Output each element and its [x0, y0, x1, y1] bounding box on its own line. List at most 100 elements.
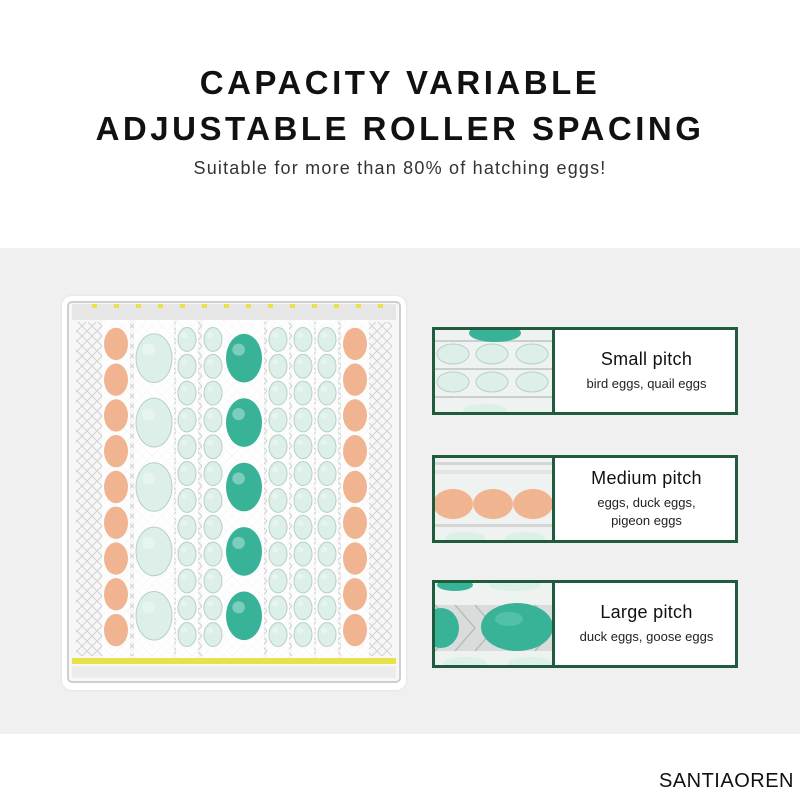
tray-egg-highlight: [207, 573, 214, 580]
tray-egg-highlight: [297, 332, 304, 339]
tray-egg: [104, 363, 128, 396]
tray-egg-highlight: [321, 359, 328, 366]
pitch-card-title: Small pitch: [600, 349, 693, 369]
large-pitch-egg-icon: [435, 583, 552, 665]
tray-egg-highlight: [232, 536, 245, 549]
tray-egg: [226, 462, 262, 512]
tray-egg: [177, 568, 197, 594]
tray-stud: [312, 304, 317, 308]
tray-egg: [268, 622, 288, 648]
tray-egg-highlight: [207, 627, 214, 634]
tray-egg-highlight: [272, 520, 279, 527]
tray-egg-highlight: [272, 359, 279, 366]
tray-egg-highlight: [232, 472, 245, 485]
title-line-2: ADJUSTABLE ROLLER SPACING: [95, 110, 705, 147]
tray-egg: [317, 514, 337, 540]
tray-egg: [343, 542, 367, 575]
tray-egg: [177, 434, 197, 460]
tray-egg-highlight: [142, 601, 155, 614]
tray-egg-highlight: [297, 493, 304, 500]
tray-egg: [203, 568, 223, 594]
tray-egg: [293, 514, 313, 540]
tray-egg: [177, 461, 197, 486]
tray-stud: [268, 304, 273, 308]
tray-egg: [268, 514, 288, 540]
tray-egg: [268, 434, 288, 460]
tray-egg: [343, 470, 367, 504]
tray-egg-highlight: [272, 573, 279, 580]
tray-egg: [203, 622, 223, 648]
tray-egg: [317, 622, 337, 648]
tray-egg-highlight: [181, 627, 188, 634]
egg-tray-illustration: [62, 296, 406, 690]
tray-egg-highlight: [321, 412, 328, 419]
tray-egg: [343, 399, 367, 432]
tray-egg: [226, 333, 262, 383]
tray-egg: [177, 327, 197, 352]
tray-egg: [177, 595, 197, 621]
pitch-card-medium: Medium pitch eggs, duck eggs, pigeon egg…: [432, 455, 738, 543]
tray-egg: [203, 353, 223, 379]
tray-egg: [135, 333, 173, 383]
tray-egg-highlight: [272, 412, 279, 419]
tray-egg: [317, 595, 337, 621]
tray-egg-highlight: [181, 573, 188, 580]
tray-egg-highlight: [321, 520, 328, 527]
tray-egg-highlight: [207, 385, 214, 392]
tray-egg-highlight: [142, 472, 155, 485]
tray-egg: [203, 541, 223, 567]
tray-egg-highlight: [142, 408, 155, 421]
tray-egg-highlight: [207, 332, 214, 339]
tray-egg-highlight: [297, 573, 304, 580]
tray-egg: [104, 578, 128, 611]
tray-egg: [104, 470, 128, 504]
tray-egg: [104, 435, 128, 468]
tray-egg-highlight: [297, 600, 304, 607]
tray-stud: [378, 304, 383, 308]
pitch-card-desc: pigeon eggs: [611, 513, 682, 528]
tray-egg: [104, 327, 128, 361]
pitch-card-small-image: [435, 330, 555, 412]
tray-egg-highlight: [272, 332, 279, 339]
tray-egg: [268, 327, 288, 352]
tray-stud: [114, 304, 119, 308]
subtitle: Suitable for more than 80% of hatching e…: [193, 158, 607, 178]
tray-egg: [293, 380, 313, 406]
tray-egg-highlight: [207, 600, 214, 607]
tray-egg-highlight: [181, 520, 188, 527]
tray-egg-highlight: [297, 520, 304, 527]
tray-egg: [135, 397, 173, 448]
medium-pitch-eggs-icon: [435, 458, 552, 540]
tray-egg-highlight: [321, 627, 328, 634]
tray-egg: [203, 327, 223, 352]
pitch-card-desc: eggs, duck eggs,: [597, 495, 696, 510]
tray-egg: [343, 363, 367, 396]
tray-egg: [177, 622, 197, 648]
pitch-card-small-text: Small pitch bird eggs, quail eggs: [558, 330, 735, 412]
tray-egg: [317, 434, 337, 460]
pitch-card-small: Small pitch bird eggs, quail eggs: [432, 327, 738, 415]
tray-egg: [203, 488, 223, 513]
tray-egg: [135, 526, 173, 577]
tray-bottom-rail: [72, 658, 396, 664]
egg-tray-drawing: [67, 301, 401, 683]
tray-egg-highlight: [232, 408, 245, 421]
tray-egg: [268, 353, 288, 379]
tray-stud: [180, 304, 185, 308]
tray-egg-highlight: [297, 546, 304, 553]
tray-egg: [268, 380, 288, 406]
tray-egg: [268, 407, 288, 433]
tray-egg-highlight: [321, 466, 328, 473]
tray-egg-highlight: [181, 385, 188, 392]
tray-egg: [293, 407, 313, 433]
tray-stud: [246, 304, 251, 308]
tray-egg-highlight: [207, 412, 214, 419]
tray-egg: [268, 568, 288, 594]
tray-egg: [177, 541, 197, 567]
tray-egg: [343, 327, 367, 361]
tray-egg: [135, 462, 173, 512]
tray-egg: [104, 506, 128, 539]
tray-egg-highlight: [181, 546, 188, 553]
tray-egg: [317, 353, 337, 379]
tray-egg: [317, 407, 337, 433]
